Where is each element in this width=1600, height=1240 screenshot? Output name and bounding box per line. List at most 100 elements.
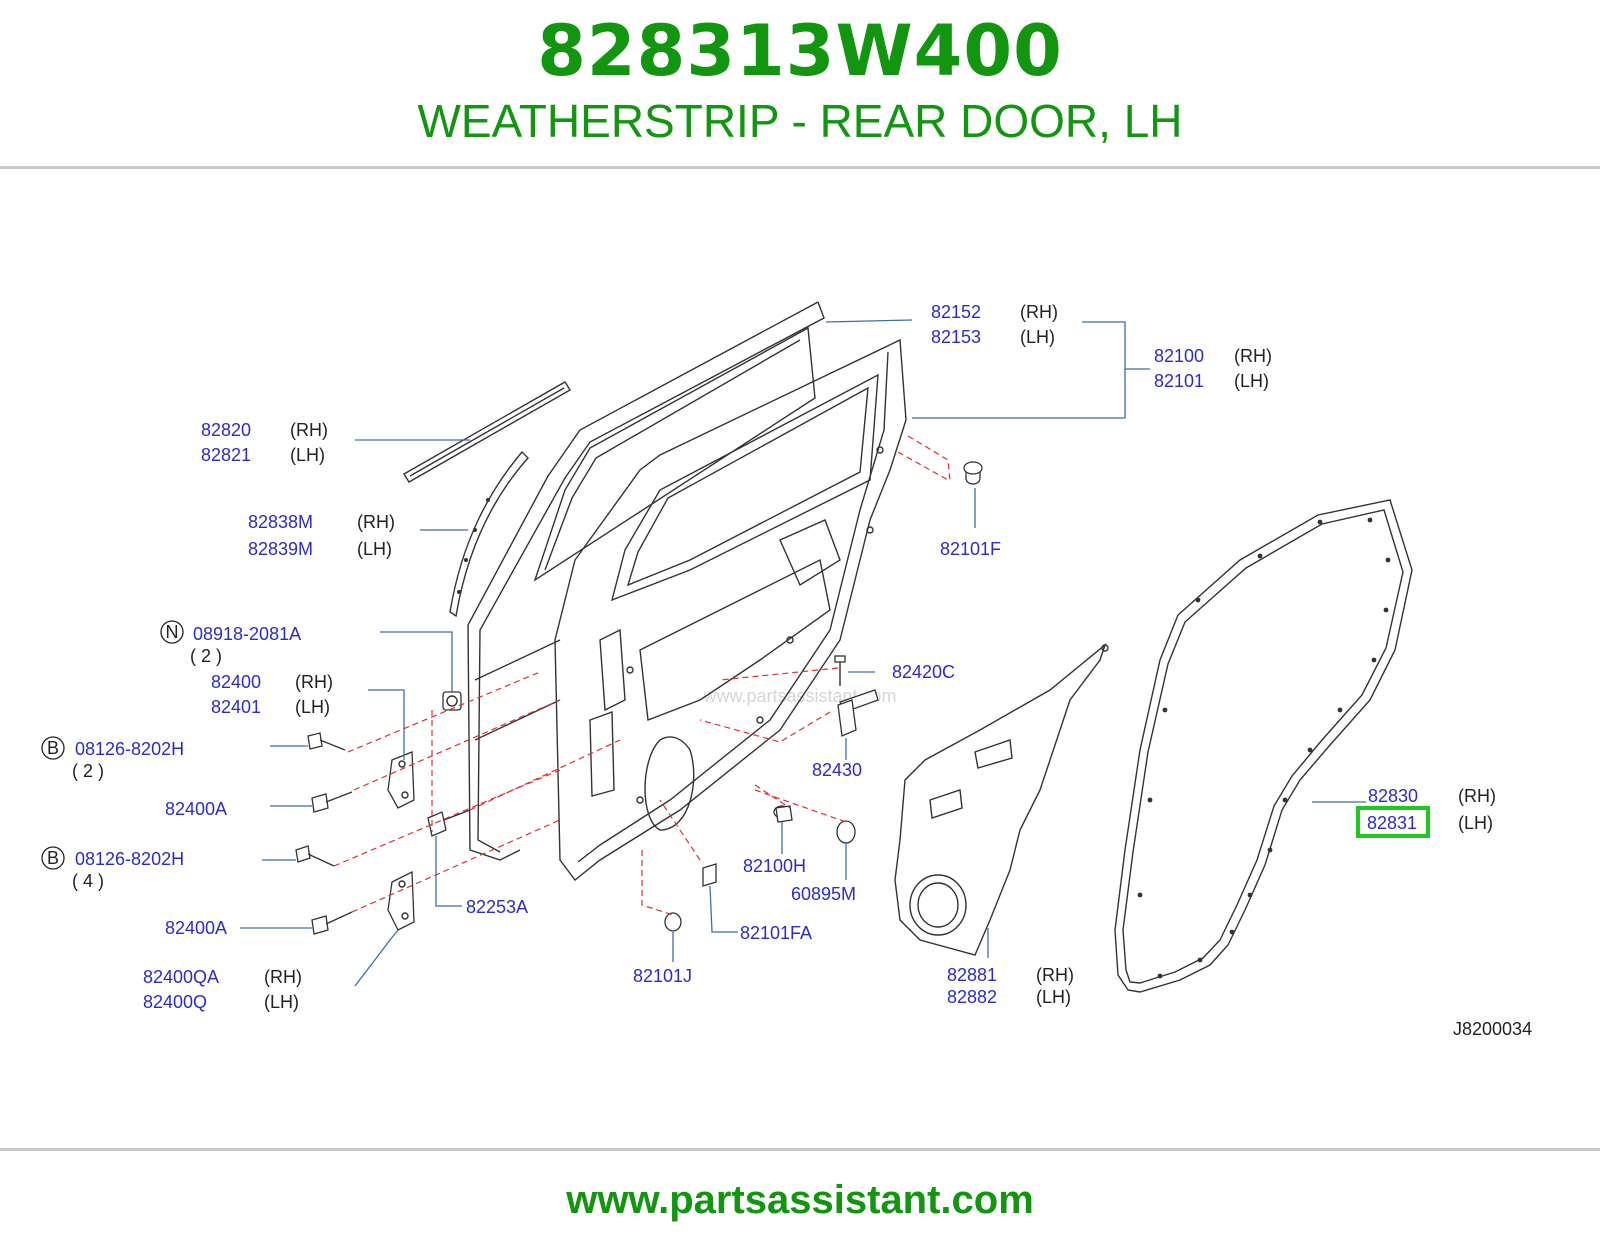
part-number[interactable]: 82101FA [740, 923, 812, 943]
part-description: WEATHERSTRIP - REAR DOOR, LH [417, 95, 1183, 147]
ref-circle-icon [41, 846, 65, 870]
callout-82101F[interactable]: 82101F [940, 539, 1001, 559]
callout-82100[interactable]: 82100 (RH) [1154, 346, 1272, 366]
part-number[interactable]: 82830 [1368, 786, 1418, 806]
callout-82152[interactable]: 82152 (RH) [931, 302, 1058, 322]
page-title: 828313W400 [537, 10, 1063, 92]
part-number[interactable]: 82101J [633, 966, 692, 986]
leader-lines [240, 319, 1366, 987]
callout-82101FA[interactable]: 82101FA [740, 923, 812, 943]
callout-60895M[interactable]: 60895M [791, 884, 856, 904]
assembly-lines [333, 435, 951, 916]
side-label: (RH) [1020, 302, 1058, 322]
footer-divider [0, 1148, 1600, 1151]
callout-82400[interactable]: 82400 (RH) [211, 672, 333, 692]
side-label: (LH) [1458, 813, 1493, 833]
callout-82882[interactable]: 82882 (LH) [947, 987, 1071, 1007]
callout-82153[interactable]: 82153 (LH) [931, 327, 1055, 347]
callout-82430[interactable]: 82430 [812, 760, 862, 780]
callout-82420C[interactable]: 82420C [892, 662, 955, 682]
side-label: (LH) [1020, 327, 1055, 347]
side-label: (RH) [295, 672, 333, 692]
callout-82881[interactable]: 82881 (RH) [947, 965, 1074, 985]
part-number[interactable]: 82153 [931, 327, 981, 347]
part-number[interactable]: 82253A [466, 897, 528, 917]
belt-molding-drawing [403, 381, 571, 483]
footer-url[interactable]: www.partsassistant.com [566, 1178, 1034, 1222]
callout-82821[interactable]: 82821 (LH) [201, 445, 325, 465]
weatherstrip-drawing [1114, 499, 1413, 993]
part-number[interactable]: 82152 [931, 302, 981, 322]
callout-82820[interactable]: 82820 (RH) [201, 420, 328, 440]
part-number[interactable]: 82430 [812, 760, 862, 780]
part-number[interactable]: 08126-8202H [75, 849, 184, 869]
part-number[interactable]: 82400A [165, 799, 227, 819]
callout-82100H[interactable]: 82100H [743, 856, 806, 876]
part-number[interactable]: 82839M [248, 539, 313, 559]
part-number[interactable]: 08918-2081A [193, 624, 301, 644]
side-label: (LH) [357, 539, 392, 559]
callout-82401[interactable]: 82401 (LH) [211, 697, 330, 717]
hardware-drawings [295, 461, 983, 935]
side-label: (RH) [1234, 346, 1272, 366]
quantity-label: ( 2 ) [72, 761, 104, 781]
side-label: (RH) [357, 512, 395, 532]
part-number[interactable]: 60895M [791, 884, 856, 904]
side-label: (LH) [1036, 987, 1071, 1007]
ref-circle-icon [41, 736, 65, 760]
diagram-reference: J8200034 [1453, 1019, 1532, 1039]
ref-letter: N [166, 622, 179, 642]
callout-82400QA[interactable]: 82400QA (RH) [143, 967, 302, 987]
callout-82839M[interactable]: 82839M (LH) [248, 539, 392, 559]
door-outer-panel-drawing [467, 301, 825, 861]
part-number[interactable]: 82420C [892, 662, 955, 682]
part-number[interactable]: 82100H [743, 856, 806, 876]
callout-82101[interactable]: 82101 (LH) [1154, 371, 1269, 391]
ref-circle-icon [160, 620, 184, 644]
part-number[interactable]: 82400QA [143, 967, 219, 987]
side-label: (LH) [264, 992, 299, 1012]
callout-82400Q[interactable]: 82400Q (LH) [143, 992, 299, 1012]
part-number[interactable]: 82882 [947, 987, 997, 1007]
callout-82831[interactable]: 82831 (LH) [1356, 806, 1493, 838]
part-number[interactable]: 82400Q [143, 992, 207, 1012]
callout-82400A-b[interactable]: 82400A [165, 918, 227, 938]
callout-82253A[interactable]: 82253A [466, 897, 528, 917]
part-number[interactable]: 82821 [201, 445, 251, 465]
quantity-label: ( 4 ) [72, 871, 104, 891]
part-number[interactable]: 82400 [211, 672, 261, 692]
sash-trim-drawing [449, 450, 529, 618]
sealing-screen-drawing [894, 642, 1109, 956]
part-number[interactable]: 82101F [940, 539, 1001, 559]
door-inner-panel-drawing [554, 338, 907, 881]
callout-82101J[interactable]: 82101J [633, 966, 692, 986]
side-label: (RH) [290, 420, 328, 440]
callout-08126-8202H-a[interactable]: B 08126-8202H ( 2 ) [41, 736, 184, 781]
side-label: (RH) [264, 967, 302, 987]
side-label: (LH) [290, 445, 325, 465]
header-divider [0, 166, 1600, 169]
part-number[interactable]: 82101 [1154, 371, 1204, 391]
ref-letter: B [47, 738, 59, 758]
callout-82400A-a[interactable]: 82400A [165, 799, 227, 819]
callout-82838M[interactable]: 82838M (RH) [248, 512, 395, 532]
callout-08918-2081A[interactable]: N 08918-2081A ( 2 ) [160, 620, 301, 666]
part-number[interactable]: 82100 [1154, 346, 1204, 366]
part-number[interactable]: 82820 [201, 420, 251, 440]
side-label: (LH) [295, 697, 330, 717]
highlight-box [1356, 806, 1430, 838]
part-number[interactable]: 82400A [165, 918, 227, 938]
callout-08126-8202H-b[interactable]: B 08126-8202H ( 4 ) [41, 846, 184, 891]
ref-letter: B [47, 848, 59, 868]
side-label: (LH) [1234, 371, 1269, 391]
quantity-label: ( 2 ) [190, 646, 222, 666]
side-label: (RH) [1036, 965, 1074, 985]
part-number[interactable]: 08126-8202H [75, 739, 184, 759]
part-number[interactable]: 82881 [947, 965, 997, 985]
callout-82830[interactable]: 82830 (RH) [1368, 786, 1496, 806]
part-number[interactable]: 82838M [248, 512, 313, 532]
part-number[interactable]: 82401 [211, 697, 261, 717]
part-number[interactable]: 82831 [1367, 813, 1417, 833]
side-label: (RH) [1458, 786, 1496, 806]
